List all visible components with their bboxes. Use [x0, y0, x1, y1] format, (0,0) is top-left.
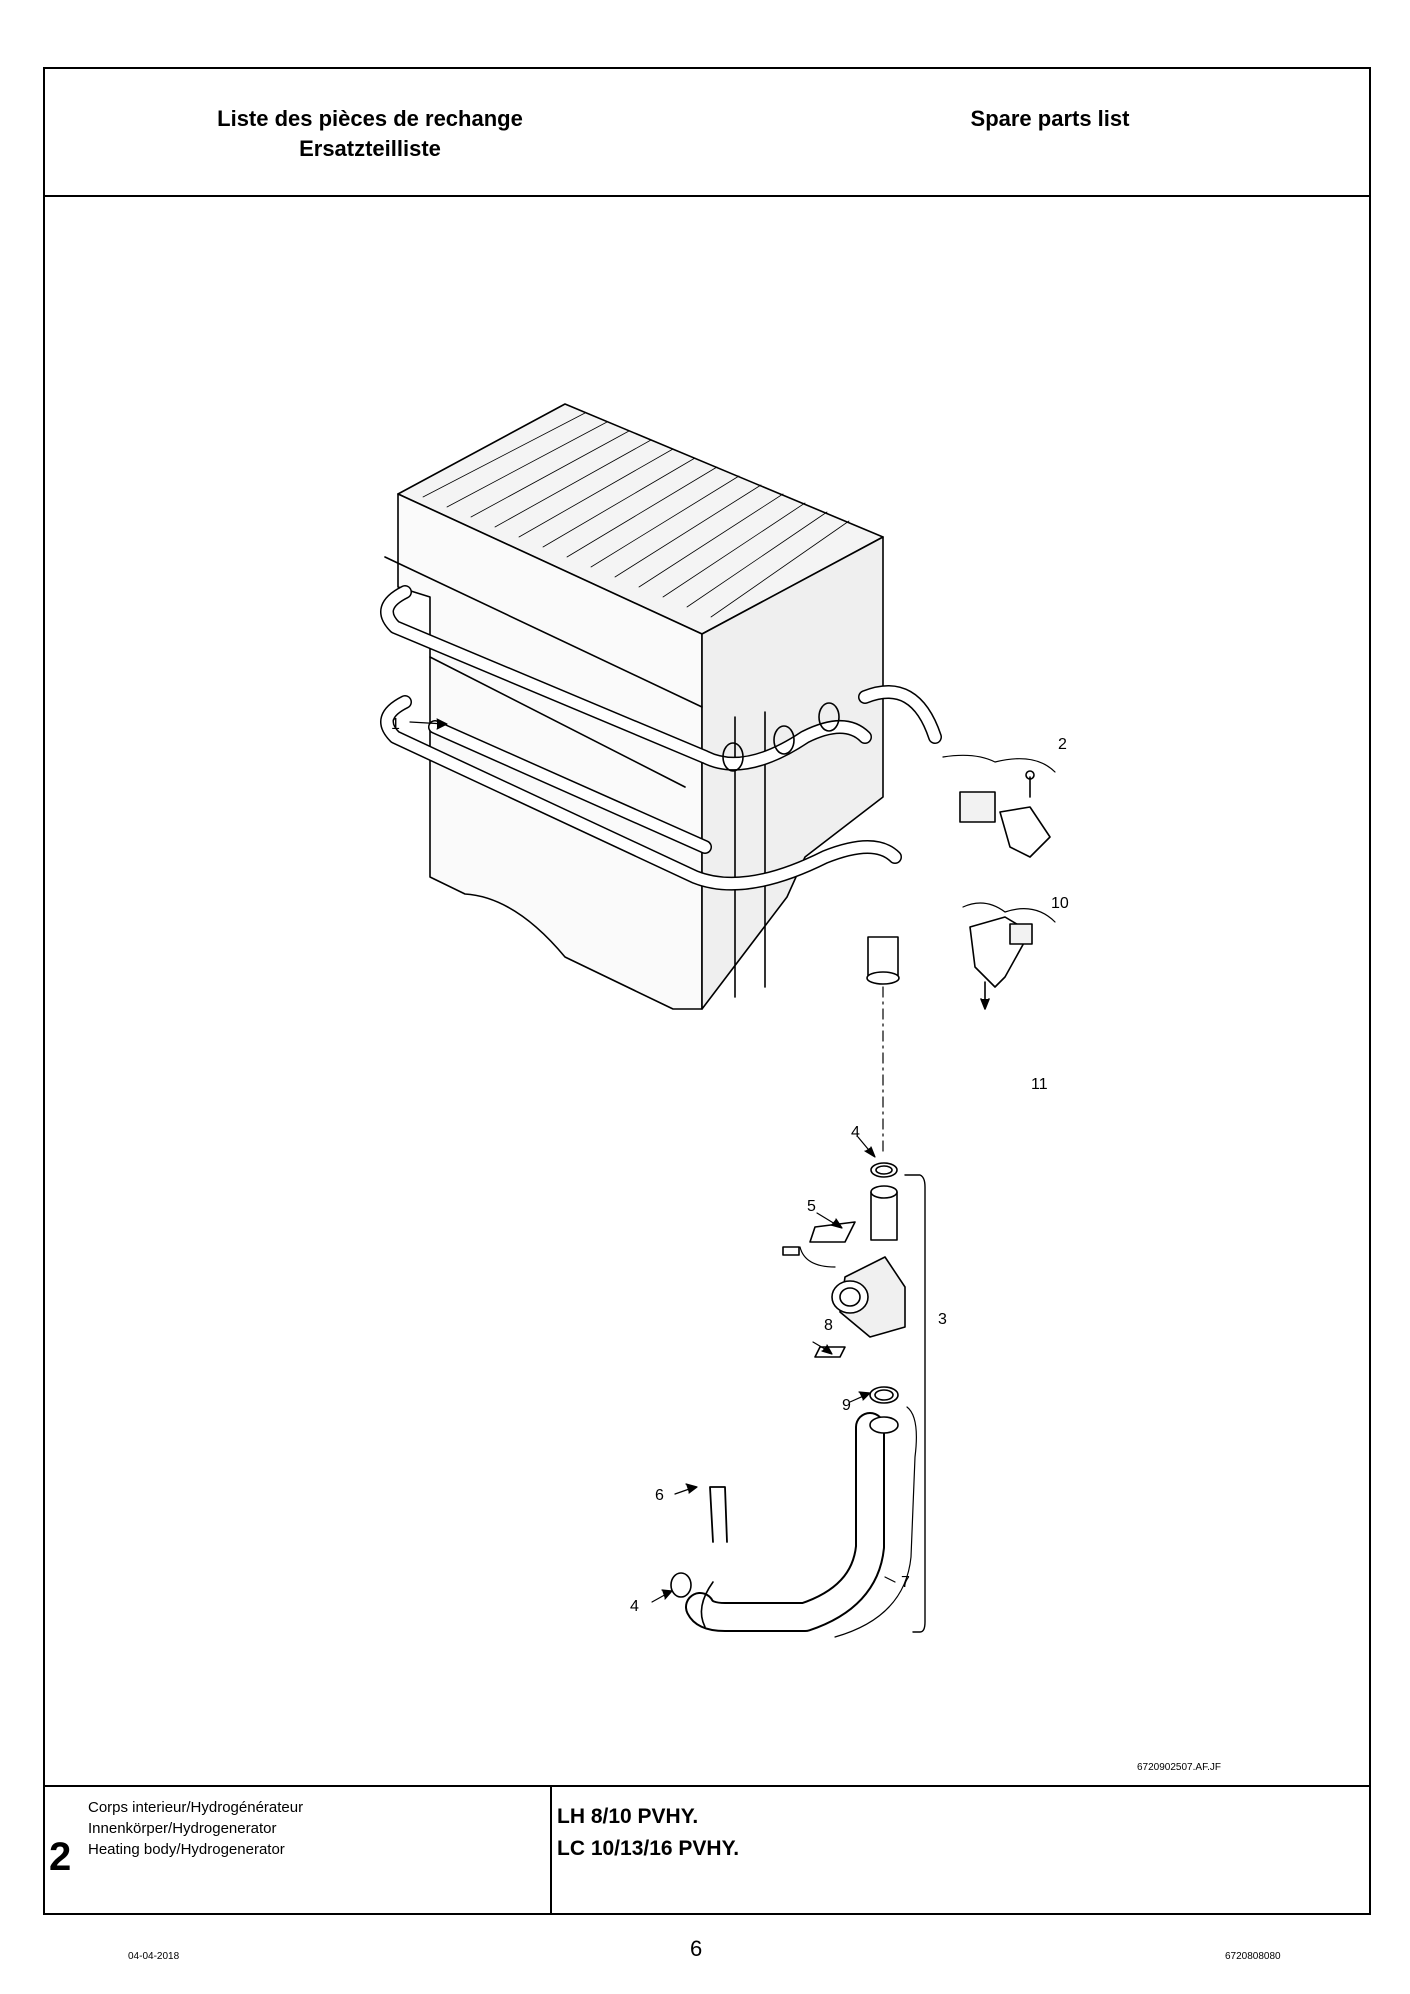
description-de: Innenkörper/Hydrogenerator [88, 1820, 277, 1837]
callout-1: 1 [391, 716, 400, 733]
footer-block: 2 Corps interieur/Hydrogénérateur Innenk… [45, 1785, 1369, 1915]
description-fr: Corps interieur/Hydrogénérateur [88, 1799, 304, 1816]
print-date: 04-04-2018 [128, 1951, 180, 1962]
callout-numbers: 1 2 10 11 4 5 8 3 9 6 4 7 6720902507.AF.… [391, 716, 1221, 1773]
part-2-thermostat [942, 754, 1056, 858]
footer-divider [550, 1787, 552, 1915]
title-en: Spare parts list [970, 106, 1130, 131]
parts-illustration: 1 2 10 11 4 5 8 3 9 6 4 7 6720902507.AF.… [380, 403, 1221, 1773]
title-left: Liste des pièces de rechange Ersatzteill… [210, 104, 530, 164]
page-frame: Liste des pièces de rechange Ersatzteill… [43, 67, 1371, 1915]
description-en: Heating body/Hydrogenerator [88, 1841, 285, 1858]
title-fr: Liste des pièces de rechange [217, 106, 523, 131]
callout-9: 9 [842, 1397, 851, 1414]
document-number: 6720808080 [1225, 1951, 1281, 1962]
callout-3: 3 [938, 1311, 947, 1328]
exploded-drawing: 1 2 10 11 4 5 8 3 9 6 4 7 6720902507.AF.… [45, 197, 1369, 1787]
heat-exchanger [380, 403, 942, 1010]
flow-sensor-assembly [782, 1162, 926, 1633]
callout-2: 2 [1058, 736, 1067, 753]
callout-10: 10 [1051, 895, 1069, 912]
callout-6: 6 [655, 1487, 664, 1504]
callout-4-bottom: 4 [630, 1598, 639, 1615]
leader-lines [409, 718, 896, 1603]
callout-5: 5 [807, 1198, 816, 1215]
pipe-assembly [670, 1386, 917, 1638]
callout-7: 7 [901, 1574, 910, 1591]
section-number: 2 [49, 1835, 72, 1879]
drawing-reference: 6720902507.AF.JF [1137, 1762, 1221, 1773]
model-list: LH 8/10 PVHY. LC 10/13/16 PVHY. [557, 1801, 739, 1865]
title-de: Ersatzteilliste [299, 136, 441, 161]
callout-8: 8 [824, 1317, 833, 1334]
callout-4-top: 4 [851, 1124, 860, 1141]
part-10-clip [962, 902, 1056, 1010]
header: Liste des pièces de rechange Ersatzteill… [45, 69, 1369, 197]
model-lc: LC 10/13/16 PVHY. [557, 1837, 740, 1860]
model-lh: LH 8/10 PVHY. [557, 1805, 699, 1828]
callout-11: 11 [1031, 1076, 1048, 1093]
page-number: 6 [690, 1936, 703, 1961]
section-description: Corps interieur/Hydrogénérateur Innenkör… [88, 1797, 303, 1860]
